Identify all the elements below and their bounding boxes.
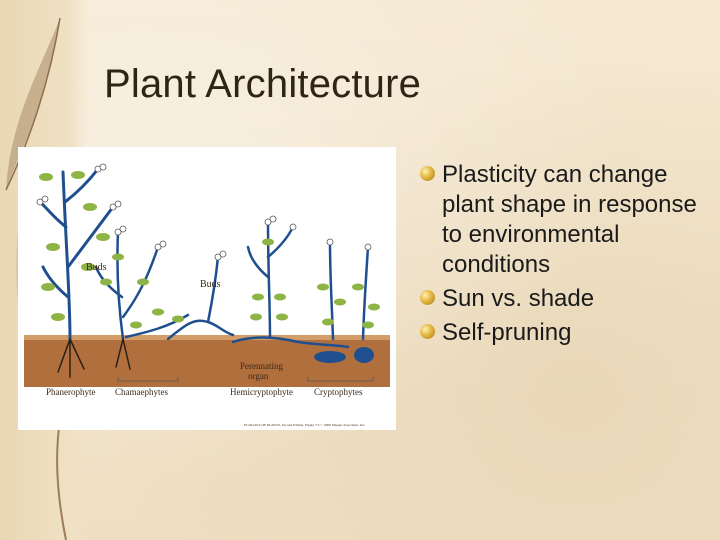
organ-label: organ [248,371,269,381]
gold-bullet-icon [420,166,435,181]
bullet-item: Plasticity can change plant shape in res… [418,160,708,280]
creeping-plant [166,255,235,341]
category-hemicryptophyte: Hemicryptophyte [230,387,293,397]
gold-bullet-icon [420,290,435,305]
category-phanerophyte: Phanerophyte [46,387,96,397]
phanerophyte-plant [38,167,115,378]
plant-life-forms-figure: Buds Buds Perennating organ Phanerophyte… [18,147,396,430]
buds-label-right: Buds [200,279,221,290]
category-brackets [117,377,374,382]
bullet-text: Sun vs. shade [442,285,595,312]
perennating-label: Perennating [240,361,283,371]
perennating-organ-bulb [314,351,346,363]
bullet-item: Self-pruning [418,318,708,348]
soil-surface [24,335,390,340]
bullet-list: Plasticity can change plant shape in res… [418,160,708,352]
buds-label-left: Buds [86,262,107,273]
bullet-text: Plasticity can change plant shape in res… [442,161,697,278]
cryptophyte-plant [328,240,370,341]
phanerophyte-leaves [39,171,110,321]
chamaephyte-leaves [100,253,184,329]
slide-title: Plant Architecture [104,62,422,106]
perennating-organ-corm [354,347,374,363]
gold-bullet-icon [420,324,435,339]
flower-clusters [36,163,372,261]
bullet-item: Sun vs. shade [418,284,708,314]
figure-caption: ECOLOGY OF PLANTS, Second Edition, Figur… [244,422,365,428]
bullet-text: Self-pruning [442,319,572,346]
category-cryptophytes: Cryptophytes [314,387,363,397]
hemicryptophyte-leaves [250,238,288,321]
category-chamaephytes: Chamaephytes [115,387,168,397]
cryptophyte-leaves [317,283,380,329]
